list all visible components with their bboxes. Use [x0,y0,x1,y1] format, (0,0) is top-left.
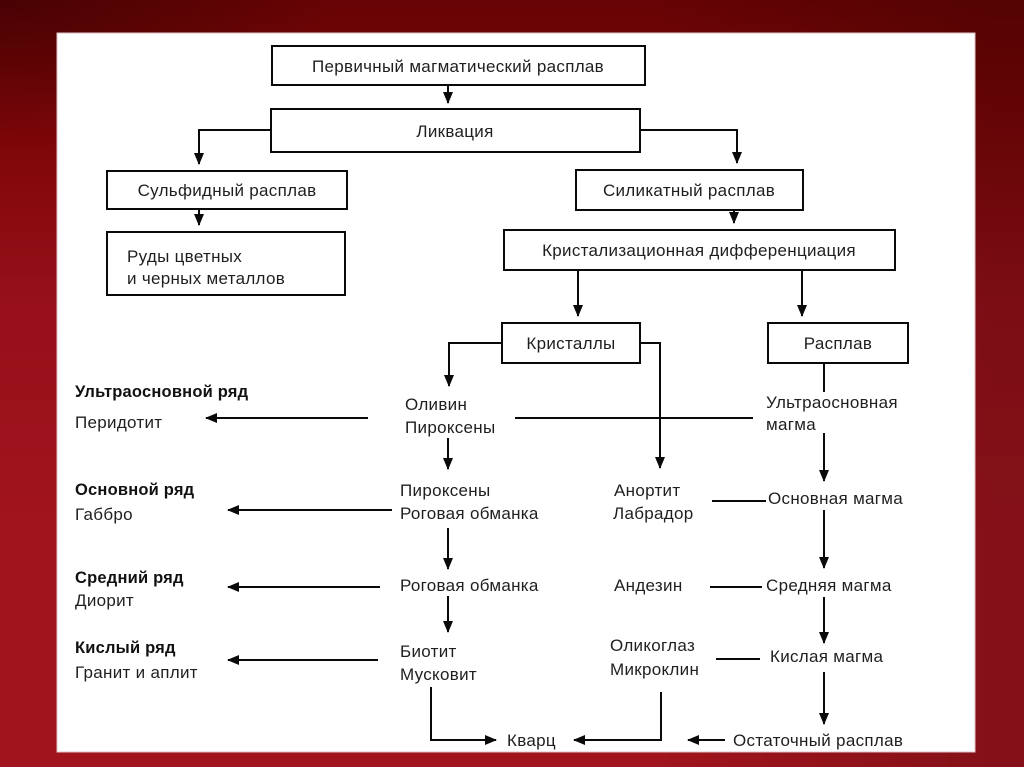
crystals-label: Кристаллы [526,334,615,353]
liquation-label: Ликвация [416,122,493,141]
magma-line1: Кислая магма [770,647,884,666]
box-rect [270,108,641,153]
quartz-label: Кварц [507,731,556,750]
series-label-ultrabasic: Ультраосновной ряд Перидотит [75,383,249,432]
mineral-line1: Биотит [400,642,457,661]
feldspar-line1: Оликоглаз [610,636,695,655]
melt-box: Расплав [767,322,909,364]
sulfide-melt-box: Сульфидный расплав [106,170,348,210]
sulfide-melt-label: Сульфидный расплав [138,181,317,200]
arrow-crystals-to-olivine [444,342,502,387]
mineral-line2: Мусковит [400,665,477,684]
mineral-biotite-muscovite: Биотит Мусковит [400,642,477,684]
arrow-microcline-to-quartz [573,692,662,745]
magma-line2: магма [766,415,816,434]
crystallization-label: Кристализационная дифференциация [542,241,856,260]
mineral-line1: Роговая обманка [400,576,539,595]
magma-ultrabasic: Ультраосновная магма [766,393,898,434]
mineral-line2: Роговая обманка [400,504,539,523]
crystals-box: Кристаллы [501,322,641,364]
silicate-melt-box: Силикатный расплав [575,169,804,211]
series-title: Кислый ряд [75,639,176,657]
mineral-line1: Пироксены [400,481,491,500]
box-rect [271,45,646,86]
primary-melt-label: Первичный магматический расплав [312,57,604,76]
feldspar-line1: Анортит [614,481,680,500]
series-label-medium: Средний ряд Диорит [75,569,184,610]
primary-melt-box: Первичный магматический расплав [271,45,646,86]
box-rect [767,322,909,364]
arrow-biotite-to-quartz [430,687,497,745]
melt-label: Расплав [804,334,872,353]
silicate-melt-label: Силикатный расплав [603,181,775,200]
series-title: Основной ряд [75,481,195,499]
box-rect [106,231,346,296]
magma-line1: Основная магма [768,489,903,508]
arrow-liquation-to-sulfide [194,129,271,165]
mineral-olivine-pyroxenes: Оливин Пироксены [405,395,496,437]
magma-line1: Средняя магма [766,576,892,595]
series-rock: Габбро [75,505,133,524]
box-rect [503,229,896,271]
arrow-crystals-to-anorthite [640,342,665,469]
magma-acid: Кислая магма [770,647,884,666]
series-rock: Диорит [75,591,134,610]
liquation-box: Ликвация [270,108,641,153]
feldspar-line2: Лабрадор [613,504,694,523]
ores-label-line2: и черных металлов [127,269,285,288]
ores-label-line1: Руды цветных [127,247,242,266]
mineral-hornblende: Роговая обманка [400,576,539,595]
series-label-basic: Основной ряд Габбро [75,481,195,524]
box-rect [106,170,348,210]
magma-basic: Основная магма [768,489,903,508]
crystallization-box: Кристализационная дифференциация [503,229,896,271]
feldspar-oligoclase-microcline: Оликоглаз Микроклин [610,636,699,679]
series-rock: Перидотит [75,413,162,432]
mineral-line1: Оливин [405,395,467,414]
series-label-acid: Кислый ряд Гранит и аплит [75,639,198,682]
feldspar-line1: Андезин [614,576,683,595]
feldspar-line2: Микроклин [610,660,699,679]
series-title: Ультраосновной ряд [75,383,249,401]
mineral-pyroxenes-hornblende: Пироксены Роговая обманка [400,481,539,523]
ores-box: Руды цветных и черных металлов [106,231,346,296]
series-title: Средний ряд [75,569,184,587]
box-rect [575,169,804,211]
mineral-line2: Пироксены [405,418,496,437]
magma-line1: Ультраосновная [766,393,898,412]
magma-medium: Средняя магма [766,576,892,595]
feldspar-anorthite-labradorite: Анортит Лабрадор [613,481,694,523]
feldspar-andesine: Андезин [614,576,683,595]
series-rock: Гранит и аплит [75,663,198,682]
arrow-liquation-to-silicate [640,129,742,164]
residual-melt-label: Остаточный расплав [733,731,903,750]
box-rect [501,322,641,364]
